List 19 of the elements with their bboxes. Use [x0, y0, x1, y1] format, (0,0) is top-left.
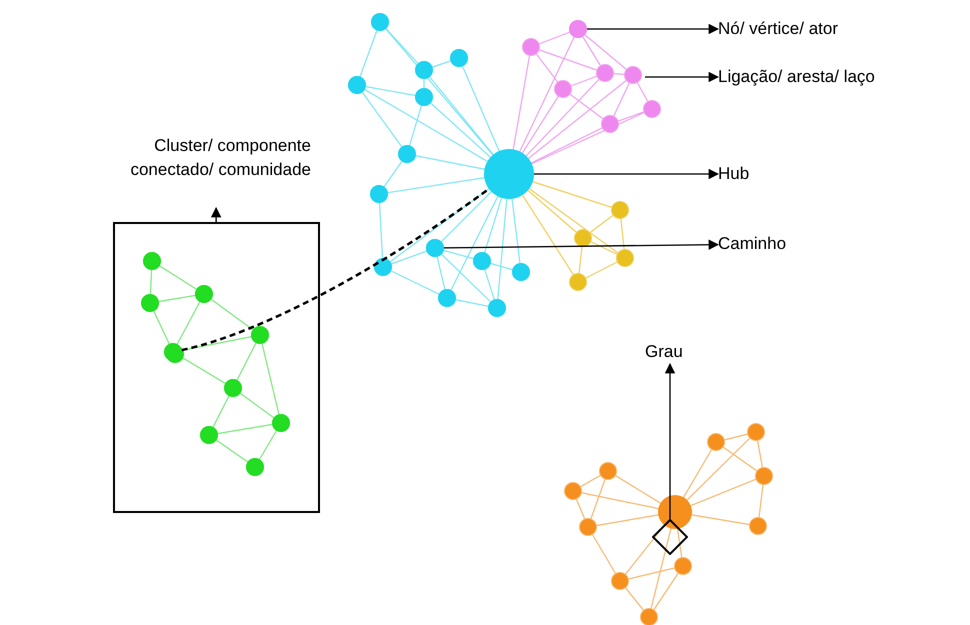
arrow [534, 168, 720, 180]
label-text: Grau [645, 340, 695, 364]
arrow [645, 72, 720, 82]
label-text: Hub [718, 162, 778, 186]
arrow [664, 362, 676, 519]
network-node [166, 345, 184, 363]
dashed-path-line [182, 188, 490, 352]
arrow [444, 240, 720, 250]
network-node [484, 149, 534, 199]
network-node [569, 20, 587, 38]
network-node [426, 239, 444, 257]
label-text: Ligação/ aresta/ laço [718, 65, 958, 89]
degree-marker [652, 519, 688, 555]
arrow [587, 24, 720, 34]
label-text: Caminho [718, 232, 818, 256]
label-text: Cluster/ componente conectado/ comunidade [121, 134, 311, 208]
label-text: Nó/ vértice/ ator [718, 17, 918, 41]
cluster-frame [113, 222, 320, 513]
arrow [210, 206, 222, 222]
